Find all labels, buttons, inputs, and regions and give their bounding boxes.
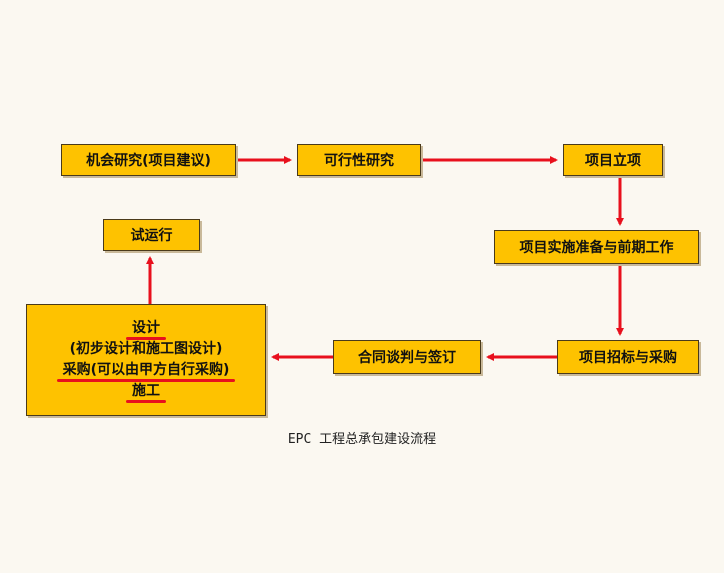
- node-contract-negotiation: 合同谈判与签订: [333, 340, 481, 374]
- node-trial-run: 试运行: [103, 219, 200, 251]
- node-label: 项目立项: [585, 153, 641, 169]
- node-preparation: 项目实施准备与前期工作: [494, 230, 699, 264]
- node-project-approval: 项目立项: [563, 144, 663, 176]
- node-design-procurement-construction: 设计 (初步设计和施工图设计) 采购(可以由甲方自行采购) 施工: [26, 304, 266, 416]
- diagram-caption: EPC 工程总承包建设流程: [287, 432, 437, 447]
- node-bidding-procurement: 项目招标与采购: [557, 340, 699, 374]
- node-feasibility-study: 可行性研究: [297, 144, 421, 176]
- node-label: 机会研究(项目建议): [86, 153, 211, 169]
- main-line-procurement: 采购(可以由甲方自行采购): [56, 362, 236, 382]
- node-opportunity-research: 机会研究(项目建议): [61, 144, 236, 176]
- node-label: 合同谈判与签订: [358, 350, 456, 366]
- main-line-construction: 施工: [126, 383, 166, 403]
- node-label: 试运行: [130, 228, 173, 244]
- node-label: 项目实施准备与前期工作: [519, 240, 674, 256]
- main-line-design-detail: (初步设计和施工图设计): [69, 341, 223, 357]
- main-line-design: 设计: [126, 320, 166, 340]
- node-label: 项目招标与采购: [579, 350, 677, 366]
- node-label: 可行性研究: [324, 153, 394, 169]
